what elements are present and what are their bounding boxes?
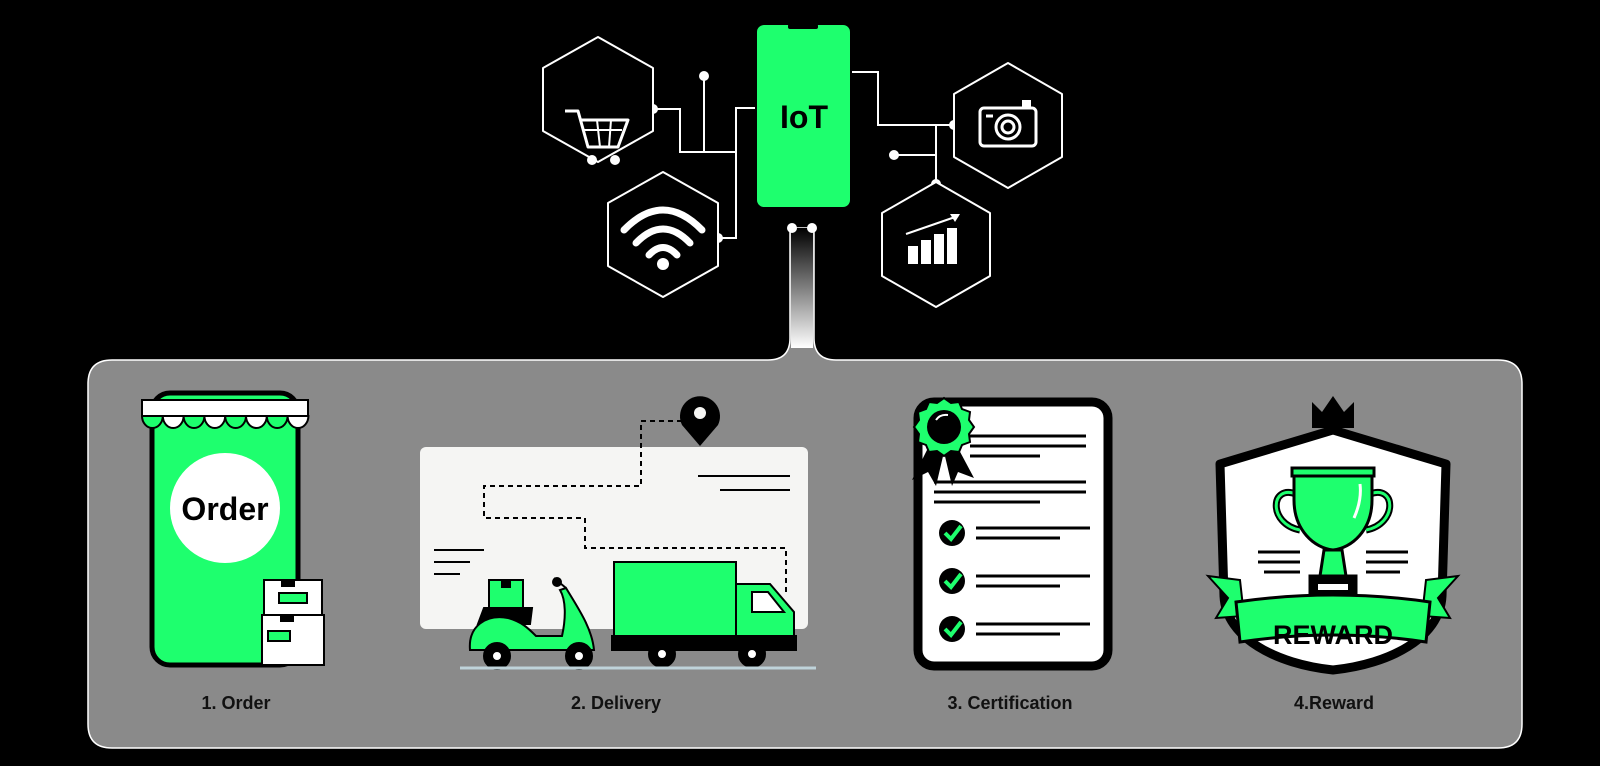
camera-icon bbox=[978, 100, 1038, 148]
iot-hub-label: IoT bbox=[780, 99, 828, 135]
trophy-icon bbox=[1272, 466, 1394, 600]
bar-chart-icon bbox=[905, 214, 960, 264]
step-label-order: 1. Order bbox=[201, 693, 271, 713]
wifi-hexagon bbox=[607, 171, 719, 298]
step-label-certification: 3. Certification bbox=[947, 693, 1073, 713]
check-icon bbox=[939, 616, 965, 642]
check-icon bbox=[939, 568, 965, 594]
connection-lines bbox=[653, 71, 954, 239]
wifi-icon bbox=[620, 206, 706, 259]
cable-gradient bbox=[791, 228, 813, 348]
delivery-illustration bbox=[420, 396, 816, 670]
check-icon bbox=[939, 520, 965, 546]
cart-hexagon bbox=[542, 36, 654, 165]
reward-badge-text: REWARD bbox=[1273, 620, 1393, 650]
crown-icon bbox=[1312, 396, 1354, 428]
scooter-icon bbox=[468, 577, 596, 670]
camera-hexagon bbox=[953, 62, 1063, 189]
boxes-icon bbox=[261, 579, 325, 666]
order-badge-text: Order bbox=[181, 491, 268, 527]
step-label-delivery: 2. Delivery bbox=[570, 693, 662, 713]
truck-icon bbox=[611, 561, 797, 668]
iot-hub-phone: IoT bbox=[755, 23, 852, 209]
chart-hexagon bbox=[881, 181, 991, 308]
route-path bbox=[483, 420, 787, 592]
order-illustration: Order bbox=[140, 390, 325, 668]
reward-illustration: REWARD bbox=[1205, 396, 1461, 675]
reward-ribbon bbox=[1205, 574, 1461, 644]
step-label-reward: 4.Reward bbox=[1293, 693, 1375, 713]
awning-icon bbox=[140, 415, 310, 429]
certification-illustration bbox=[912, 396, 1113, 671]
cart-icon bbox=[565, 109, 630, 165]
seal-badge-icon bbox=[912, 396, 976, 486]
map-pin-icon bbox=[680, 396, 720, 446]
